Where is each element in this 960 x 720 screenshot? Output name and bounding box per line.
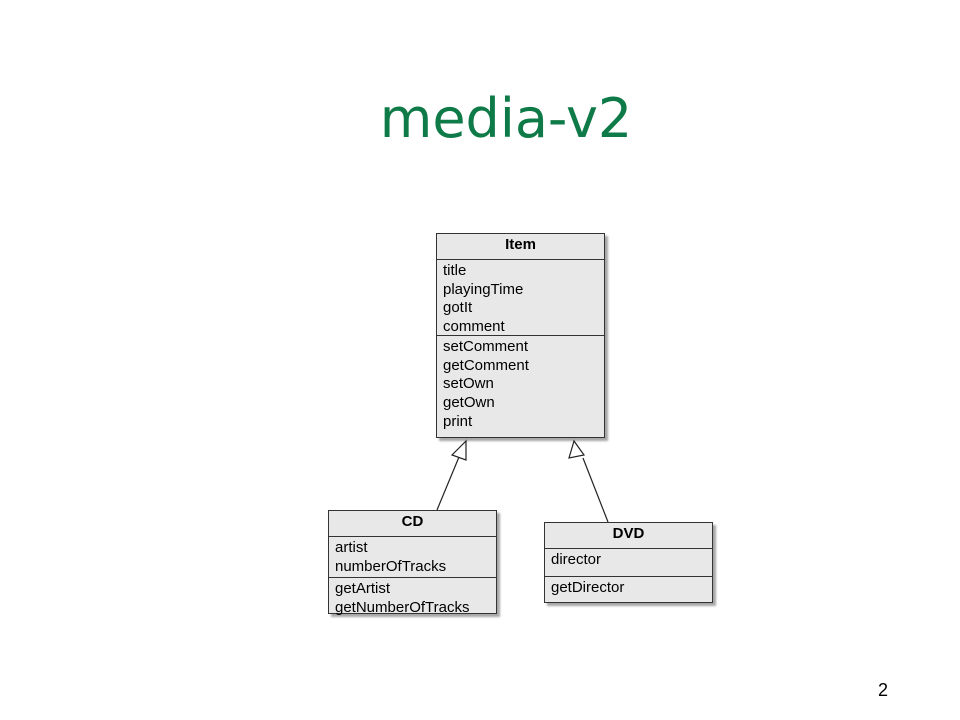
field-director: director: [551, 551, 602, 568]
cd-inheritance-arrowhead: [450, 439, 467, 461]
class-item-methods: setComment getComment setOwn getOwn prin…: [437, 335, 604, 434]
method-get-comment: getComment: [443, 356, 529, 374]
class-item-name: Item: [437, 234, 604, 260]
field-artist: artist: [335, 539, 368, 556]
class-cd-name: CD: [329, 511, 496, 537]
slide-title: media-v2: [379, 87, 633, 150]
method-print: print: [443, 412, 473, 430]
method-get-director: getDirector: [551, 579, 625, 596]
field-got-it: gotIt: [443, 299, 473, 317]
class-dvd-name: DVD: [545, 523, 712, 549]
field-playing-time: playingTime: [443, 280, 524, 298]
method-set-comment: setComment: [443, 338, 529, 355]
field-number-of-tracks: numberOfTracks: [335, 557, 447, 575]
class-dvd-methods: getDirector: [545, 576, 712, 600]
method-get-number-of-tracks: getNumberOfTracks: [335, 598, 470, 616]
page-number: 2: [877, 680, 888, 700]
class-dvd-fields: director: [545, 549, 712, 576]
class-cd[interactable]: CD artist numberOfTracks getArtist getNu…: [328, 510, 497, 616]
cd-inheritance-line: [436, 456, 460, 511]
class-cd-fields: artist numberOfTracks: [329, 537, 496, 577]
method-get-own: getOwn: [443, 394, 495, 412]
dvd-inheritance-line: [582, 457, 609, 523]
field-comment: comment: [443, 318, 505, 336]
class-item-fields: title playingTime gotIt comment: [437, 260, 604, 335]
class-cd-methods: getArtist getNumberOfTracks: [329, 577, 496, 619]
method-get-artist: getArtist: [335, 580, 391, 597]
method-set-own: setOwn: [443, 375, 494, 393]
dvd-inheritance-arrowhead: [568, 439, 586, 459]
field-title: title: [443, 262, 467, 279]
class-item[interactable]: Item title playingTime gotIt comment set…: [436, 233, 605, 438]
class-dvd[interactable]: DVD director getDirector: [544, 522, 713, 603]
